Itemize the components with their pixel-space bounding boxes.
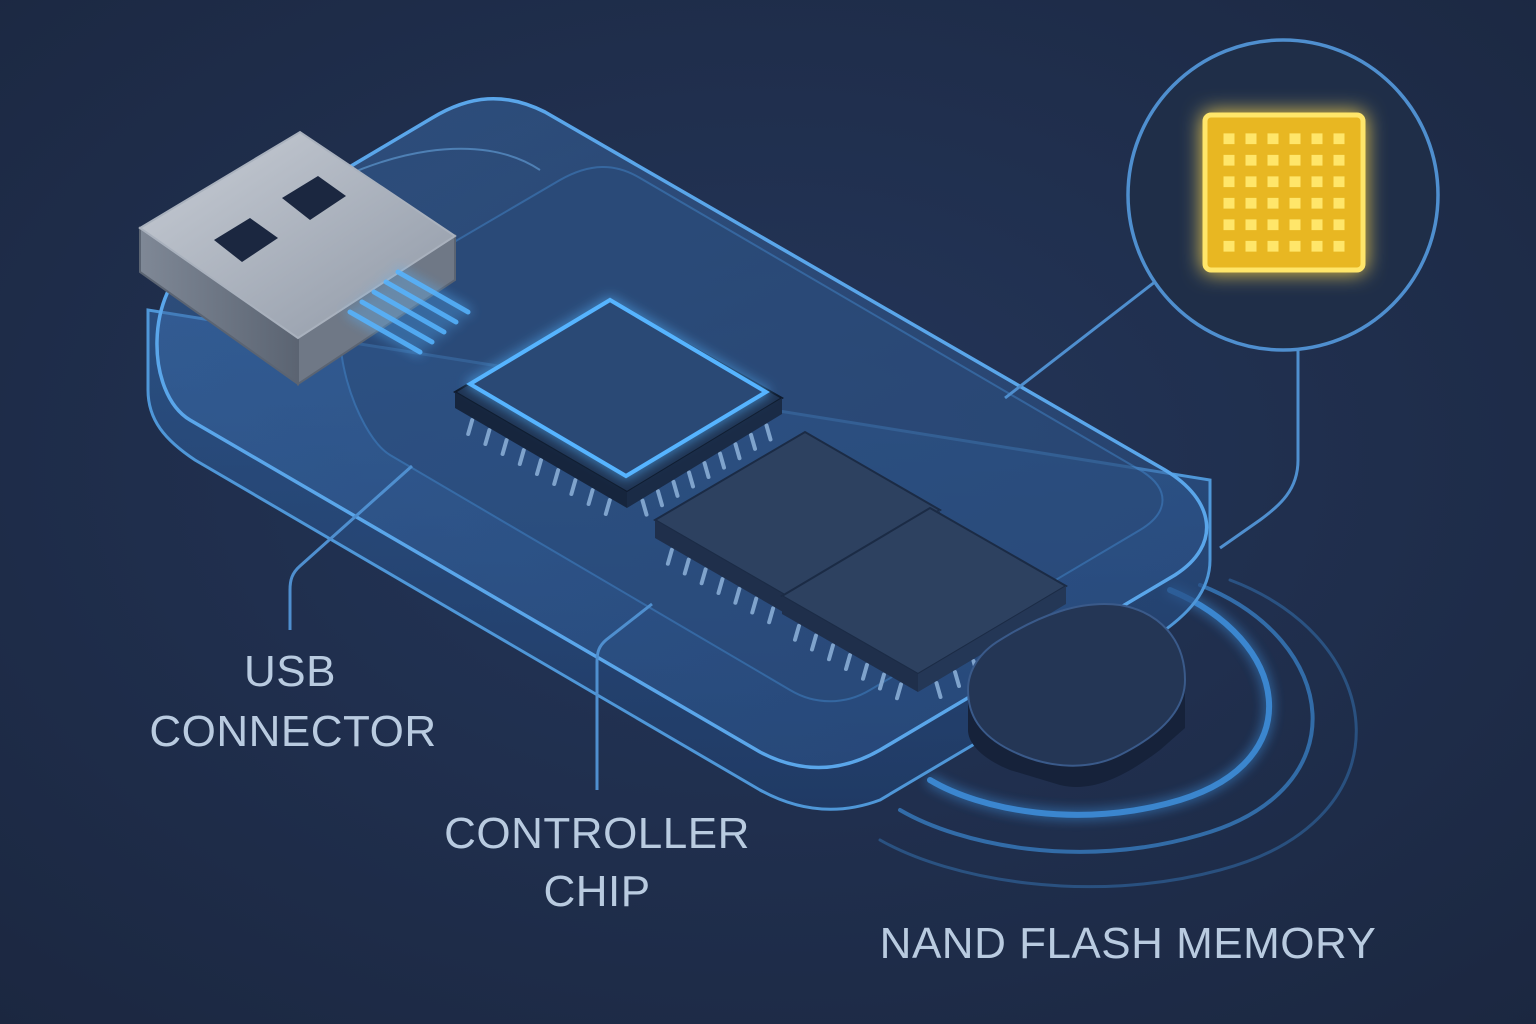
- nand-cell: [1311, 197, 1323, 209]
- nand-cell: [1289, 154, 1301, 166]
- chip-pin: [733, 442, 742, 461]
- chip-pin: [569, 478, 578, 496]
- chip-pin: [750, 596, 759, 615]
- nand-cell: [1223, 219, 1235, 231]
- label-usb-line2: CONNECTOR: [149, 707, 436, 756]
- chip-pin: [764, 423, 773, 442]
- nand-cell: [1289, 197, 1301, 209]
- nand-cell: [1289, 133, 1301, 145]
- chip-pin: [733, 586, 742, 605]
- connector-slot-left: [214, 218, 278, 262]
- chip-pin: [861, 662, 869, 681]
- nand-cell: [1245, 219, 1257, 231]
- chip-pin: [656, 489, 664, 508]
- nand-die-icon: [1202, 112, 1366, 273]
- nand-cell: [1311, 154, 1323, 166]
- nand-cell: [1223, 197, 1235, 209]
- controller-chip-pins: [466, 418, 773, 517]
- usb-connector: [138, 130, 457, 386]
- chip-pin: [517, 448, 526, 466]
- nand-cell: [1223, 133, 1235, 145]
- nand-cell: [1267, 219, 1279, 231]
- nand-cell: [1223, 176, 1235, 188]
- nand-cell: [1223, 154, 1235, 166]
- connector-slot-right: [282, 176, 346, 220]
- nand-cell: [1245, 133, 1257, 145]
- nand-cell: [1245, 197, 1257, 209]
- nand-cell: [1267, 240, 1279, 252]
- nand-cell: [1311, 219, 1323, 231]
- nand-cell: [1333, 154, 1345, 166]
- chip-pin: [535, 458, 543, 476]
- nand-cell: [1333, 197, 1345, 209]
- nand-cell: [1267, 197, 1279, 209]
- nand-cell: [1245, 240, 1257, 252]
- label-usb-line1: USB: [244, 647, 336, 696]
- nand-cell: [1223, 240, 1235, 252]
- nand-cell: [1333, 176, 1345, 188]
- chip-pin: [702, 461, 711, 479]
- chip-pin: [500, 438, 509, 456]
- nand-cell: [1267, 154, 1279, 166]
- chip-pin: [895, 682, 903, 701]
- nand-cell: [1267, 176, 1279, 188]
- chip-pin: [682, 557, 691, 576]
- label-controller-line1: CONTROLLER: [444, 809, 750, 858]
- nand-cell: [1333, 219, 1345, 231]
- chip-pin: [687, 470, 695, 489]
- drive-end-cap: [966, 603, 1187, 787]
- chip-pin: [699, 567, 708, 586]
- nand-cell: [1333, 133, 1345, 145]
- nand-cell: [1289, 240, 1301, 252]
- chip-pin: [953, 670, 961, 688]
- nand-cell: [1289, 176, 1301, 188]
- chip-pin: [934, 681, 943, 699]
- chip-pin: [793, 623, 801, 642]
- chip-pin: [844, 653, 852, 671]
- chip-pin: [603, 498, 612, 516]
- nand-cell: [1311, 176, 1323, 188]
- chip-pin: [483, 428, 492, 446]
- nand-callout: [1004, 38, 1440, 550]
- nand-cell: [1311, 240, 1323, 252]
- signal-rings: [878, 578, 1358, 889]
- chip-pin: [640, 498, 649, 517]
- chip-pin: [716, 577, 725, 595]
- chip-pin: [810, 633, 818, 652]
- controller-chip: [453, 297, 784, 517]
- chip-pin: [665, 547, 674, 566]
- nand-chip-2: [780, 506, 1068, 701]
- chip-pin: [466, 418, 475, 436]
- label-controller-line2: CHIP: [543, 867, 650, 916]
- nand-cell: [1333, 240, 1345, 252]
- nand-cell: [1245, 154, 1257, 166]
- nand-cell-grid: [1223, 133, 1345, 252]
- chip-pin: [878, 672, 886, 691]
- nand-cell: [1245, 176, 1257, 188]
- chip-pin: [767, 606, 776, 625]
- chip-pin: [718, 451, 726, 470]
- chip-pin: [749, 432, 757, 451]
- nand-cell: [1267, 133, 1279, 145]
- leader-lines: [288, 464, 653, 790]
- chip-pin: [827, 643, 835, 662]
- chip-pin: [552, 468, 561, 486]
- chip-pin: [586, 488, 595, 506]
- connector-traces: [347, 269, 471, 355]
- label-nand: NAND FLASH MEMORY: [880, 919, 1377, 968]
- chip-pin: [671, 479, 680, 498]
- nand-cell: [1289, 219, 1301, 231]
- nand-cell: [1311, 133, 1323, 145]
